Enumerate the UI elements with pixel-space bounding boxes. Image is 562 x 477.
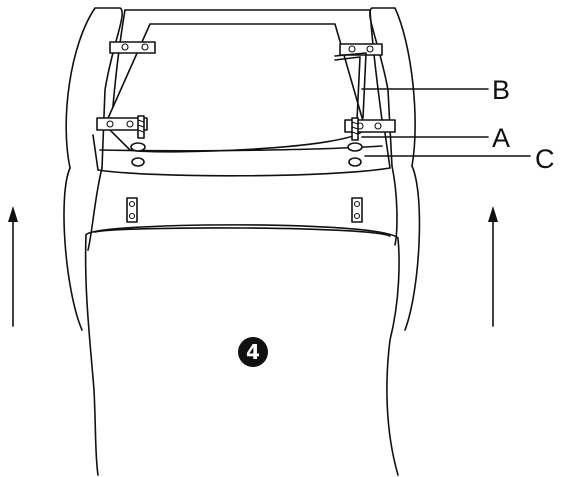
washer-left-icon [130, 142, 146, 167]
bracket-top-left [109, 41, 156, 54]
bolt-right-icon [351, 117, 359, 141]
bracket-top-right [339, 43, 383, 56]
bracket-bottom-left [96, 117, 148, 131]
bolt-left-icon [137, 115, 145, 139]
right-armrest [369, 7, 421, 331]
washer-right-icon [347, 142, 363, 167]
step-number: 4 [246, 340, 260, 364]
step-badge: 4 [238, 337, 268, 367]
label-a: A [492, 123, 510, 153]
arrow-up-right-icon [488, 206, 498, 327]
cushion-bracket-right [351, 197, 363, 223]
label-c: C [535, 144, 555, 174]
hex-key-icon [334, 52, 367, 121]
arrow-up-left-icon [8, 206, 18, 327]
cushion-bracket-left [126, 197, 138, 223]
left-armrest [63, 7, 123, 331]
seat-cushion [84, 224, 400, 476]
label-b: B [492, 75, 510, 105]
